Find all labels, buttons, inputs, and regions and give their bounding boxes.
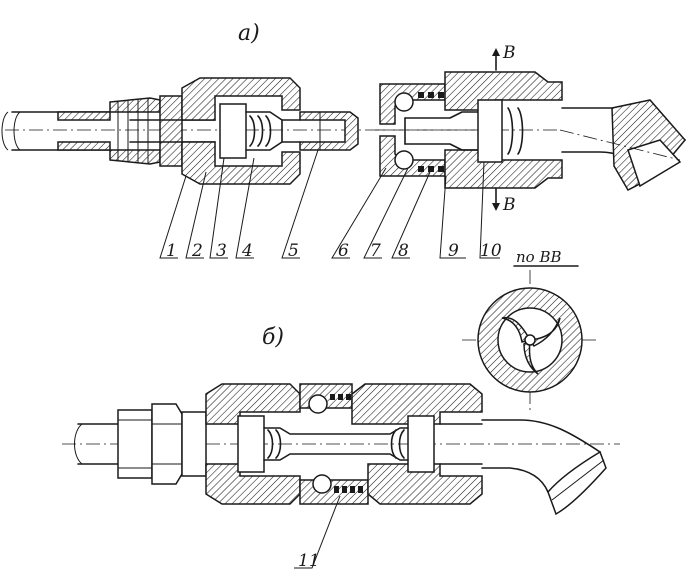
callout-9: 9 xyxy=(448,241,459,261)
connected-valve-left xyxy=(237,415,265,473)
section-mark-upper: В xyxy=(502,43,516,63)
section-title: по ВВ xyxy=(516,248,562,266)
connected-ball-bottom xyxy=(312,474,332,494)
view-b-leader xyxy=(294,495,341,569)
section-bb-view: по ВВ xyxy=(462,248,600,410)
view-a-callouts: 1 2 3 4 5 6 7 8 9 10 xyxy=(166,241,502,261)
connected-valve-right xyxy=(407,415,435,473)
left-half-coupling xyxy=(1,77,359,185)
callout-5: 5 xyxy=(288,241,299,261)
right-half-socket xyxy=(375,71,686,191)
callout-3: 3 xyxy=(216,241,227,261)
callout-1: 1 xyxy=(166,241,177,261)
callout-8: 8 xyxy=(398,241,409,261)
connected-coupling xyxy=(74,383,607,516)
locking-ball-bottom xyxy=(394,150,414,170)
callout-7: 7 xyxy=(370,241,381,261)
locking-ball-top xyxy=(394,92,414,112)
view-a-label: а) xyxy=(238,21,260,46)
callout-4: 4 xyxy=(241,241,253,261)
section-mark-lower: В xyxy=(502,195,516,215)
callout-10: 10 xyxy=(480,241,502,261)
valve-seat-left xyxy=(219,103,247,159)
callout-6: 6 xyxy=(338,241,349,261)
valve-seat-right xyxy=(477,99,503,163)
callout-11: 11 xyxy=(298,551,320,571)
view-b-label: б) xyxy=(262,325,284,350)
connected-ball-top xyxy=(308,394,328,414)
view-a-leaders xyxy=(159,149,500,259)
section-line-bb: В В xyxy=(492,43,516,215)
callout-2: 2 xyxy=(191,241,203,261)
